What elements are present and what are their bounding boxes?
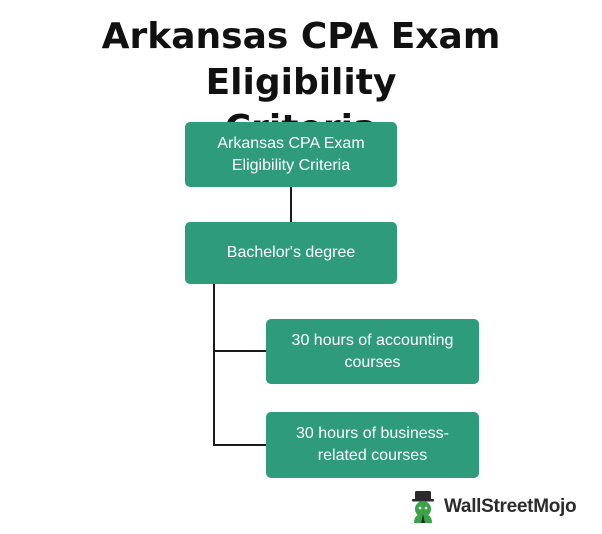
accounting-node-line-1: 30 hours of accounting	[291, 331, 454, 349]
business-node-line-1: 30 hours of business-	[296, 425, 449, 442]
brand-name: WallStreetMojo	[444, 496, 577, 517]
accounting-node-line-2: courses	[344, 353, 401, 371]
root-node: Arkansas CPA Exam Eligibility Criteria	[185, 122, 397, 187]
connector-to-accounting	[213, 350, 266, 352]
wallstreetmojo-logo-icon	[412, 491, 434, 523]
business-courses-node: 30 hours of business- related courses	[266, 412, 479, 478]
connector-root-to-degree	[290, 187, 292, 222]
business-node-line-2: related courses	[317, 447, 428, 464]
brand-watermark: WallStreetMojo	[408, 490, 577, 524]
title-line-1: Arkansas CPA Exam Eligibility	[101, 16, 501, 103]
bachelors-degree-node: Bachelor's degree	[185, 222, 397, 284]
root-node-line-1: Arkansas CPA Exam	[217, 134, 365, 152]
root-node-line-2: Eligibility Criteria	[231, 156, 351, 174]
bachelors-degree-label: Bachelor's degree	[226, 244, 356, 261]
accounting-courses-node: 30 hours of accounting courses	[266, 319, 479, 384]
connector-to-business	[213, 444, 266, 446]
connector-degree-trunk	[213, 284, 215, 446]
